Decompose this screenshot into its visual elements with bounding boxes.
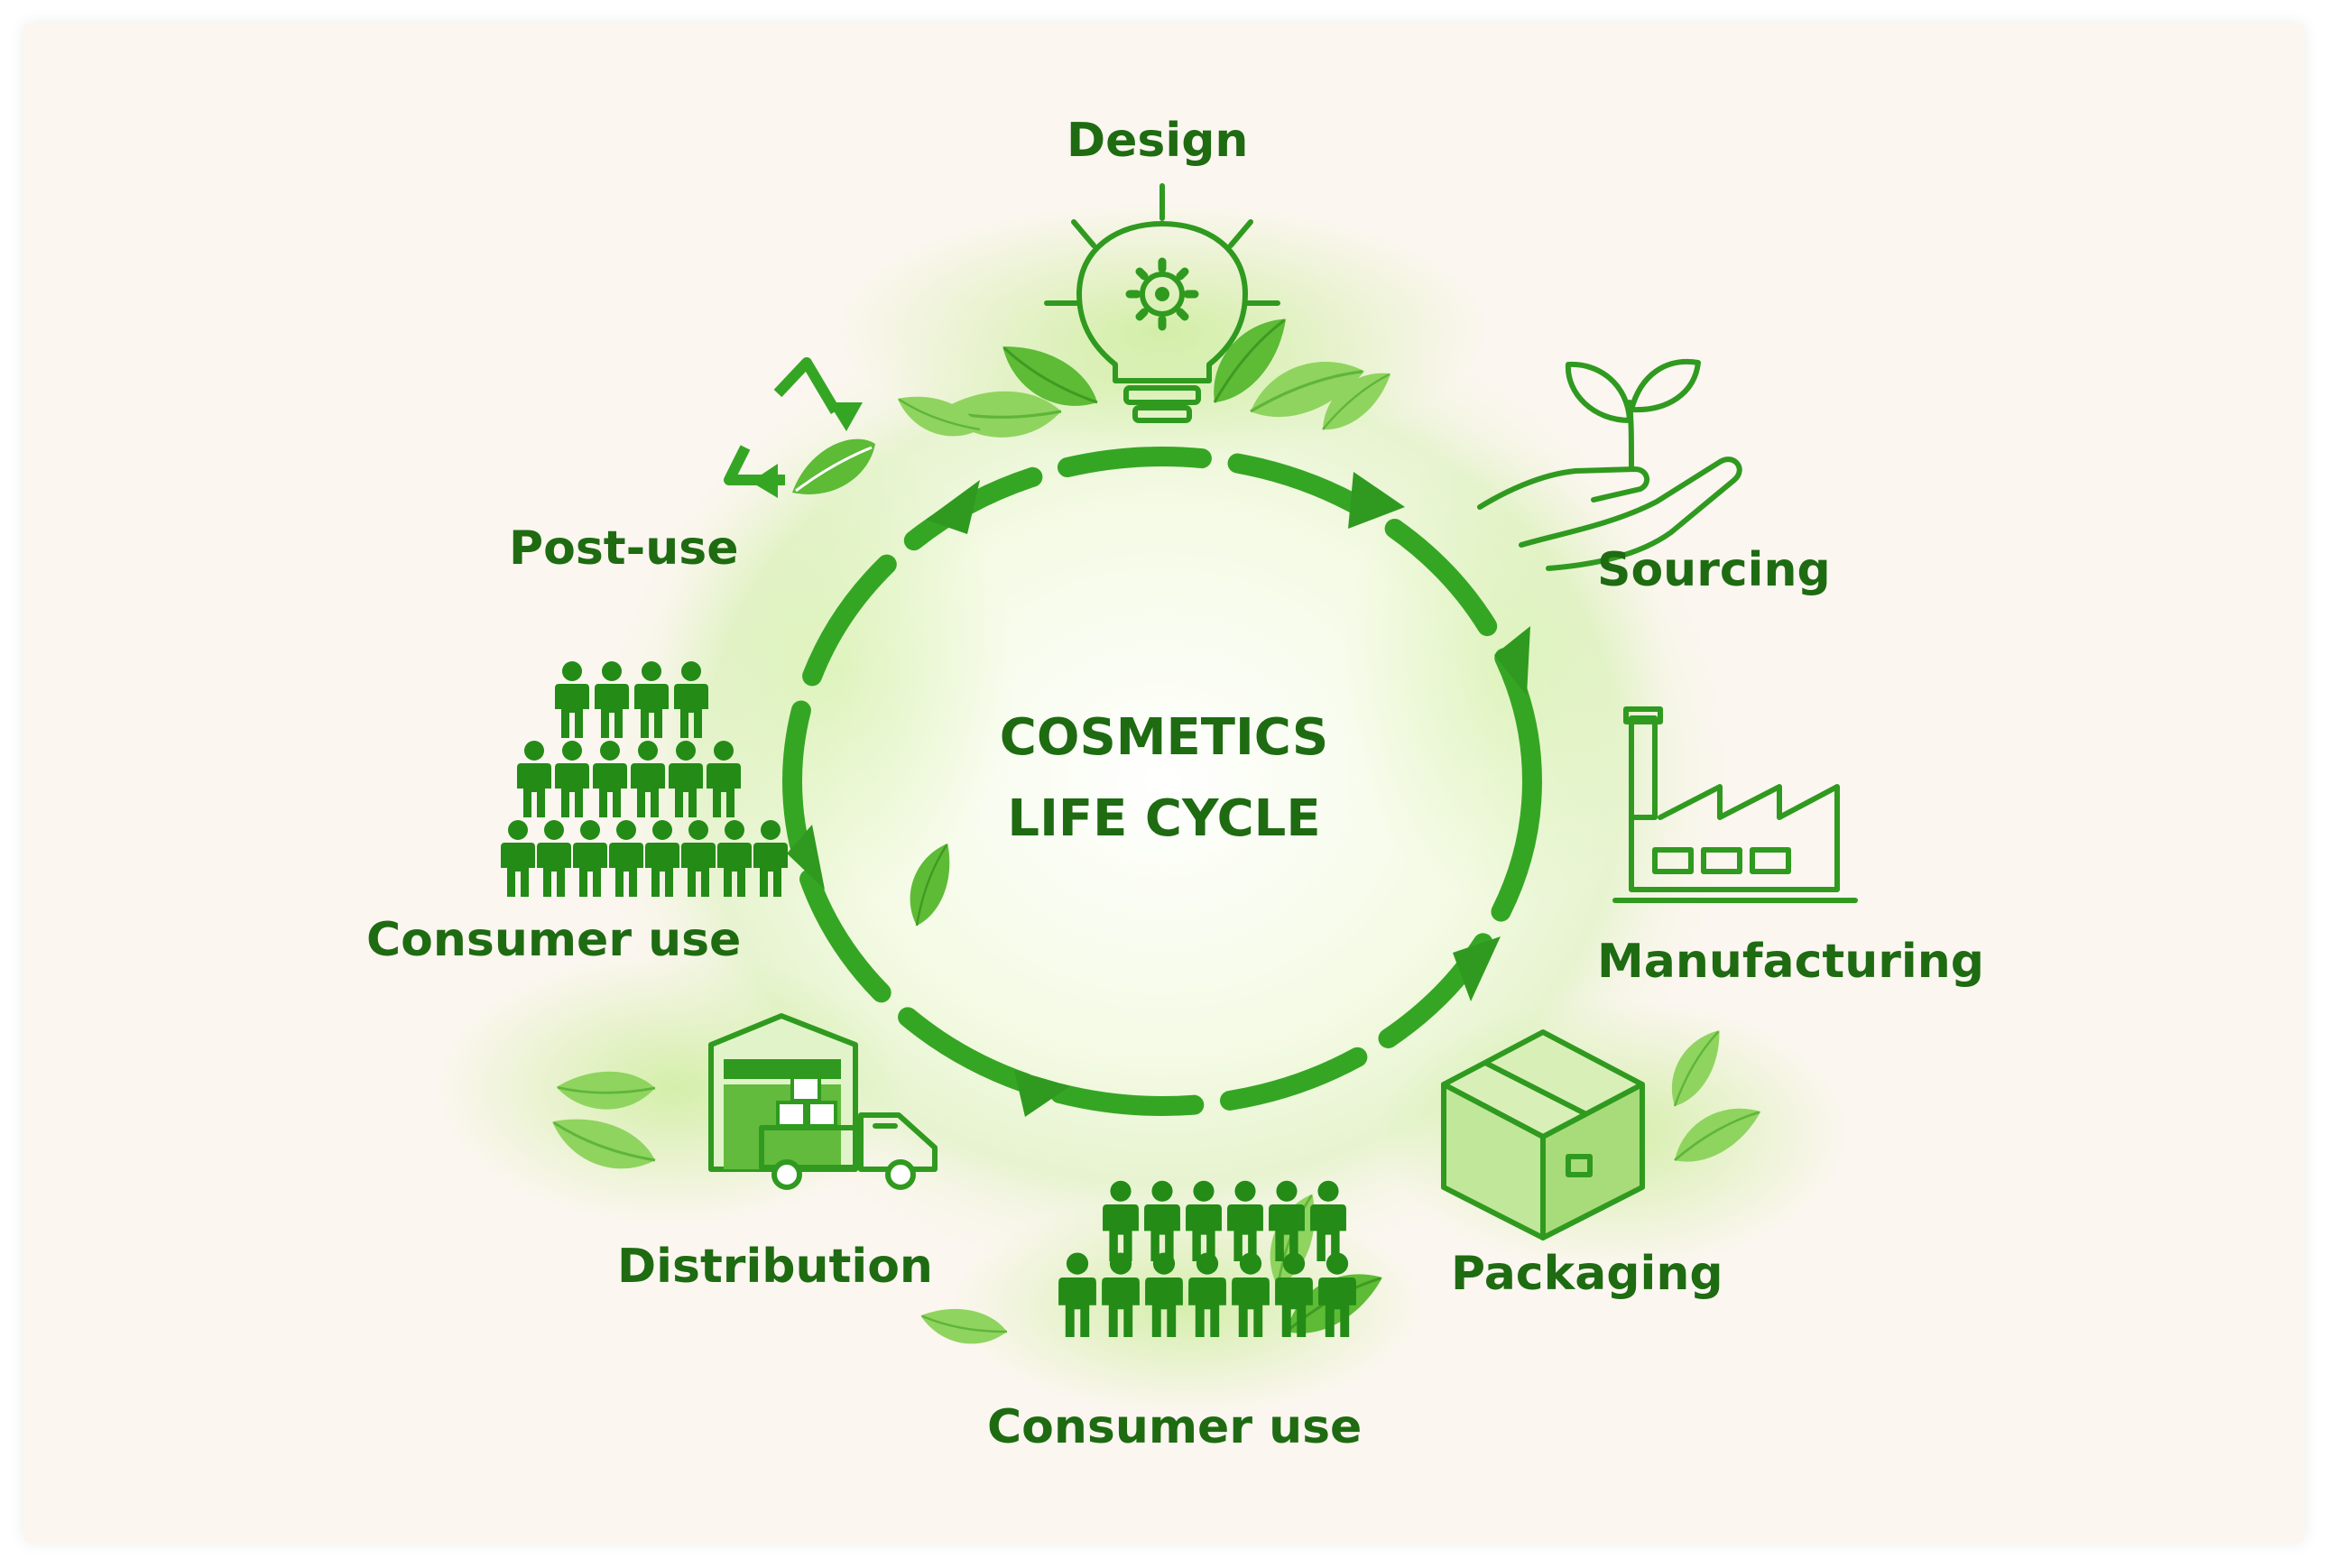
arrow-head-top-left: [926, 480, 980, 534]
person-figure: [537, 820, 571, 897]
stage-label-distribution: Distribution: [617, 1240, 933, 1294]
stage-label-packaging: Packaging: [1451, 1247, 1723, 1301]
arrow-head-right-lower: [1453, 936, 1501, 1001]
life-cycle-artwork: [439, 183, 1858, 1413]
person-figure: [501, 820, 535, 897]
center-title-line-1: COSMETICS: [999, 708, 1329, 767]
person-figure: [517, 741, 551, 817]
warehouse-truck-icon: [708, 1013, 938, 1190]
lightbulb-gear-icon: [1044, 183, 1280, 423]
stage-label-design: Design: [1067, 114, 1249, 168]
box-icon: [1441, 1029, 1645, 1241]
stage-label-consumer-use-bottom: Consumer use: [987, 1400, 1363, 1454]
factory-icon: [1612, 706, 1858, 903]
arrow-head-left: [787, 825, 825, 890]
center-title-line-2: LIFE CYCLE: [1007, 789, 1321, 848]
stage-label-post-use: Post-use: [509, 521, 739, 576]
arrow-head-right-upper: [1494, 626, 1530, 696]
cycle-ring: [782, 447, 1542, 1117]
stage-label-consumer-use-left: Consumer use: [366, 913, 742, 967]
arrow-head-top-right: [1348, 472, 1405, 529]
arrow-head-bottom: [1014, 1070, 1070, 1117]
person-figure: [555, 661, 589, 738]
person-figure: [555, 741, 589, 817]
stage-label-manufacturing: Manufacturing: [1597, 935, 1984, 989]
hand-sprout-icon: [1477, 359, 1742, 571]
recycle-leaf-icon: [724, 357, 875, 498]
stage-label-sourcing: Sourcing: [1597, 543, 1831, 597]
diagram-canvas: Design Sourcing Manufacturing Packaging …: [23, 23, 2305, 1543]
